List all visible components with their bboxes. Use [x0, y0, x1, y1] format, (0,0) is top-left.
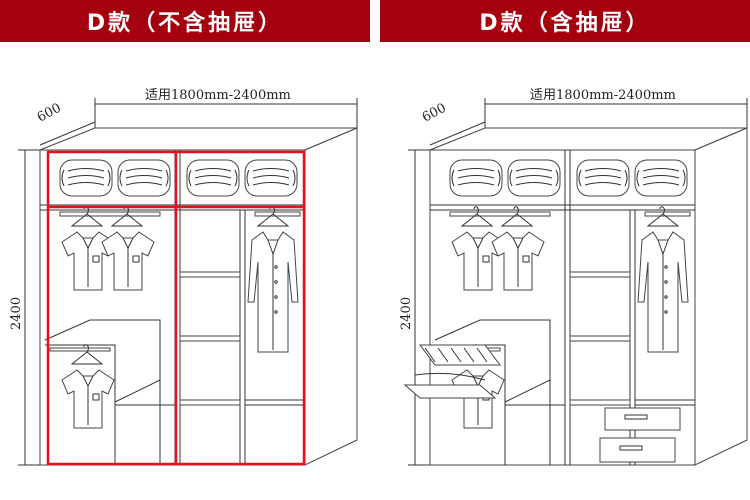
width-label: 适用1800mm-2400mm [145, 88, 291, 103]
depth-label: 600 [420, 101, 449, 126]
depth-label: 600 [35, 101, 64, 126]
banner-with-drawers-title: D款（含抽屉） [479, 11, 651, 36]
height-label: 2400 [9, 297, 24, 330]
banner-without-drawers: D款（不含抽屉） [0, 0, 370, 42]
drawers [599, 407, 681, 463]
banner-without-drawers-title: D款（不含抽屉） [86, 11, 284, 36]
wardrobe-without-drawers: 适用1800mm-2400mm 600 2400 [9, 88, 357, 465]
wardrobe-with-drawers: 适用1800mm-2400mm 600 2400 [399, 88, 747, 465]
width-label: 适用1800mm-2400mm [530, 88, 676, 103]
pullout-trays [403, 344, 501, 399]
height-label: 2400 [399, 297, 414, 330]
banner-with-drawers: D款（含抽屉） [380, 0, 750, 42]
